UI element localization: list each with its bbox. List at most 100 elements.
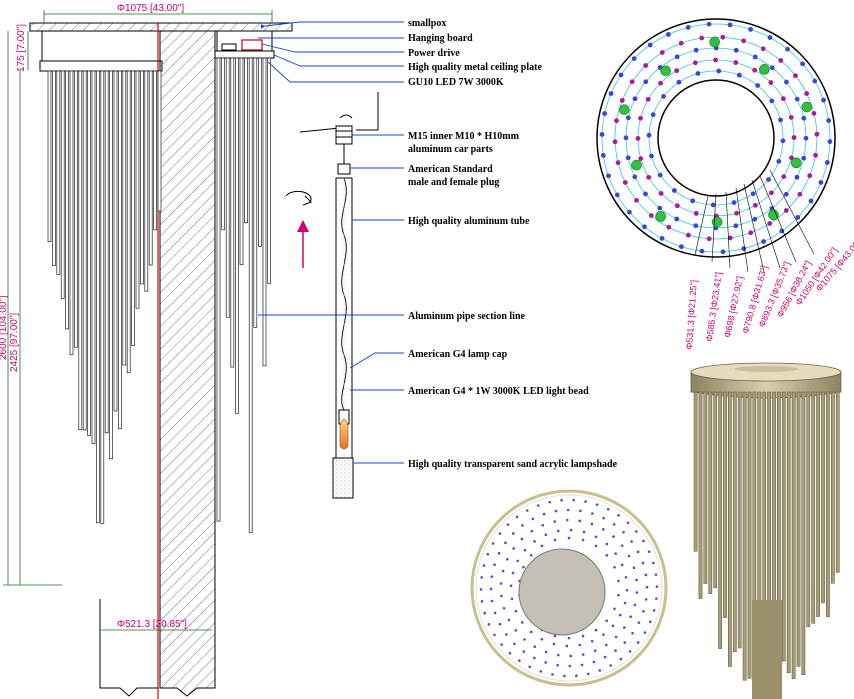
render-tube — [728, 391, 732, 667]
bottom-lamp-dot — [631, 631, 634, 635]
bottom-lamp-dot — [605, 553, 609, 557]
plan-lamp-dot — [690, 198, 696, 204]
bottom-lamp-dot — [644, 573, 648, 577]
bottom-lamp-dot — [637, 621, 641, 624]
side-pendant-tube — [230, 57, 235, 368]
bottom-lamp-dot — [572, 498, 575, 502]
pendant-tube — [96, 70, 100, 524]
bottom-lamp-dot — [606, 507, 610, 511]
render-tube — [796, 391, 801, 667]
bottom-lamp-dot — [602, 516, 605, 520]
plan-lamp-dot — [631, 56, 637, 62]
plan-lamp-dot — [720, 34, 726, 40]
plan-lamp-dot — [615, 160, 621, 166]
bottom-lamp-dot — [636, 550, 640, 554]
plan-lamp-dot — [766, 177, 771, 183]
plan-lamp-dot — [699, 35, 705, 41]
bottom-lamp-dot — [635, 591, 639, 594]
bottom-lamp-dot — [553, 634, 557, 638]
bottom-lamp-dot — [590, 522, 594, 526]
plan-lamp-dot — [666, 224, 672, 230]
plan-lamp-dot — [643, 191, 648, 197]
plan-lamp-dot — [727, 235, 733, 241]
bottom-lamp-dot — [575, 674, 578, 677]
bottom-lamp-dot — [629, 615, 632, 619]
plan-lamp-dot — [788, 115, 794, 120]
plan-lamp-dot — [643, 63, 649, 68]
bottom-lamp-dot — [594, 544, 598, 548]
plan-lamp-dot — [618, 72, 624, 78]
bottom-lamp-dot — [514, 629, 518, 632]
plan-lamp-dot — [750, 191, 756, 197]
plan-lamp-dot — [699, 248, 705, 254]
ring-leader — [759, 175, 797, 263]
side-pendant-tube — [239, 57, 244, 266]
plan-lamp-dot — [632, 174, 638, 180]
plan-lamp-dot — [755, 83, 761, 88]
pendant-tube — [104, 70, 109, 434]
plan-lamp-dot — [778, 58, 784, 63]
plan-lamp-dot — [814, 131, 820, 137]
ring-leader — [743, 183, 765, 273]
bottom-lamp-dot — [563, 674, 566, 678]
plan-lamp-dot — [776, 158, 782, 164]
pendant-tube — [113, 70, 118, 412]
plan-lamp-dot — [818, 180, 824, 185]
bottom-lamp-dot — [483, 611, 486, 615]
render-tube — [708, 391, 713, 594]
render-tube — [742, 391, 747, 681]
plan-lamp-dot — [808, 198, 814, 204]
bottom-lamp-dot — [620, 563, 624, 567]
bottom-lamp-dot — [594, 628, 598, 632]
side-pendant-tube — [262, 57, 267, 367]
plan-lamp-dot — [801, 115, 807, 121]
render-tube-cluster — [752, 600, 782, 699]
bottom-lamp-dot — [617, 593, 620, 597]
bottom-lamp-dot — [554, 509, 558, 513]
render-tube — [835, 391, 840, 573]
pendant-tube — [131, 70, 135, 346]
plug — [337, 163, 351, 175]
callout-m15-connector: M15 inner M10 * H10mm — [408, 131, 520, 142]
bottom-lamp-dot — [553, 538, 557, 542]
bottom-lamp-dot — [493, 611, 497, 615]
total-height-dimension: 2600 [104.00"] — [0, 295, 9, 360]
bottom-lamp-dot — [624, 575, 628, 579]
bottom-lamp-dot — [518, 659, 521, 662]
plan-lamp-dot — [629, 79, 635, 85]
pendant-tube — [135, 70, 140, 309]
plan-lamp-dot — [791, 135, 797, 140]
bottom-lamp-dot — [533, 540, 536, 543]
plan-gu10-spot — [801, 101, 813, 113]
plan-lamp-dot — [804, 91, 810, 96]
base-outline — [99, 599, 158, 697]
render-tube — [693, 391, 698, 552]
plan-lamp-dot — [752, 54, 758, 60]
bottom-lamp-dot — [642, 610, 645, 613]
plan-lamp-dot — [734, 210, 739, 216]
render-tube — [781, 391, 786, 662]
bottom-lamp-dot — [612, 535, 615, 538]
plan-lamp-dot — [741, 246, 747, 251]
plan-lamp-dot — [783, 208, 789, 213]
bottom-lamp-dot — [523, 548, 527, 552]
plan-lamp-dot — [731, 200, 737, 205]
plan-gu10-spot — [790, 157, 802, 169]
plan-lamp-dot — [826, 118, 832, 123]
plan-lamp-dot — [793, 73, 798, 79]
bottom-lamp-dot — [568, 664, 572, 668]
bottom-lamp-dot — [590, 639, 594, 643]
bottom-lamp-dot — [505, 633, 508, 636]
bottom-lamp-dot — [580, 663, 584, 667]
bottom-lamp-dot — [633, 603, 637, 607]
bottom-lamp-dot — [612, 523, 616, 526]
up-arrow-icon — [297, 220, 309, 268]
pendant-tube — [78, 70, 83, 431]
plan-lamp-dot — [614, 118, 619, 124]
bottom-lamp-dot — [499, 582, 503, 585]
render-tube — [801, 391, 806, 675]
plan-lamp-dot — [658, 191, 664, 196]
plan-lamp-dot — [780, 96, 786, 102]
plan-lamp-dot — [706, 21, 712, 27]
